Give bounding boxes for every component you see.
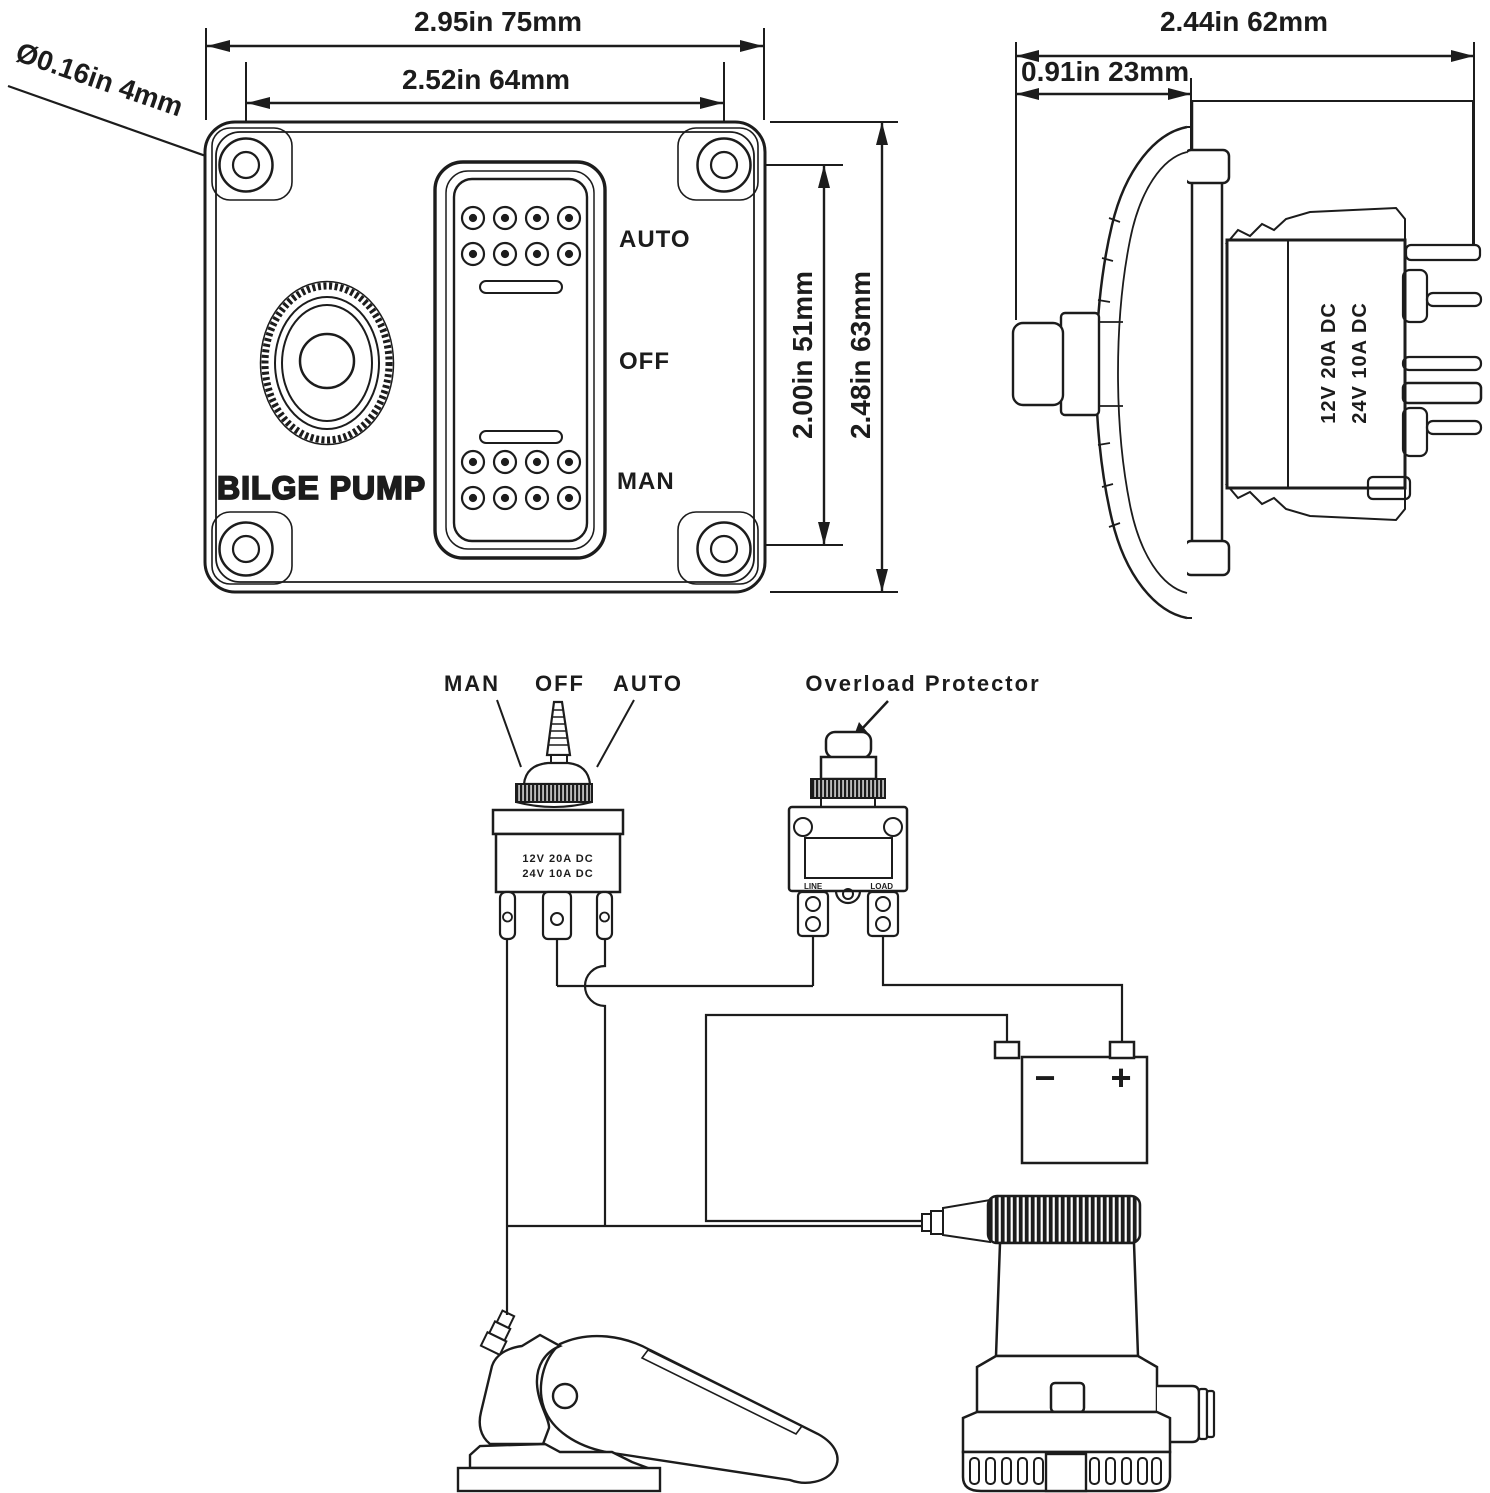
pump-cap: [986, 1194, 1142, 1245]
panel-label-off: OFF: [619, 348, 670, 375]
toggle-rating-line1: 12V 20A DC: [522, 853, 593, 865]
switch-foot-side: [1366, 475, 1412, 501]
breaker-button-front: [259, 280, 395, 446]
latch-wing-bottom: [1224, 484, 1406, 522]
dim-height-outer-label: 2.48in 63mm: [845, 271, 876, 439]
panel-label-auto: AUTO: [619, 226, 691, 253]
rocker-blade-knurl-ticks: [1097, 217, 1121, 528]
panel-label-man: MAN: [617, 468, 675, 495]
float-arm-ridge: [640, 1348, 804, 1436]
wiring-label-auto: AUTO: [613, 671, 683, 696]
toggle-flange: [491, 808, 625, 836]
dim-height-inner-label: 2.00in 51mm: [787, 271, 818, 439]
screw-boss-bottom-right: [677, 511, 759, 585]
rocker-grip-dots-top: [460, 205, 582, 267]
wire-battery-neg-to-pump: [704, 1013, 1009, 1223]
toggle-dome: [522, 761, 592, 786]
rocker-blade-side: [1094, 125, 1192, 620]
pump-strainer-notch: [1044, 1452, 1088, 1493]
float-pivot: [551, 1382, 579, 1410]
rocker-switch-front: [433, 160, 607, 560]
dim-width-outer-label: 2.95in 75mm: [414, 6, 582, 37]
dim-width-holes: 2.52in 64mm: [245, 62, 725, 166]
latch-wing-top: [1224, 206, 1406, 244]
side-rating-line1: 12V 20A DC: [1318, 302, 1340, 424]
battery-post-positive: [1108, 1040, 1136, 1060]
toggle-switch: 12V 20A DC 24V 10A DC: [491, 700, 625, 941]
rocker-grip-dots-bottom: [460, 449, 582, 511]
dim-depth-total-label: 2.44in 62mm: [1160, 6, 1328, 37]
toggle-rating-line2: 24V 10A DC: [522, 868, 593, 880]
panel-plate-side: [1183, 100, 1231, 577]
battery-negative-sign: −: [1034, 1057, 1055, 1098]
pump-cable-gland: [921, 1198, 991, 1244]
wire-common-to-breaker: [555, 939, 813, 988]
wiring-label-off: OFF: [535, 671, 585, 696]
screw-hole-bottom-right: [696, 521, 752, 577]
wiring-diagram: MAN OFF AUTO Overload Protector 12V 20A …: [444, 671, 1216, 1493]
toggle-terminals: [498, 890, 614, 941]
breaker-terminals: [796, 890, 900, 938]
wires: [505, 936, 1124, 1315]
overload-protector: LINE LOAD: [787, 730, 909, 938]
screw-boss-top-right: [677, 127, 759, 201]
breaker-button-side: [1011, 311, 1123, 417]
breaker-cap: [824, 730, 873, 760]
battery-positive-sign: +: [1110, 1057, 1131, 1098]
wiring-label-man: MAN: [444, 671, 500, 696]
float-switch: [456, 1309, 839, 1493]
screw-hole-top-left: [218, 137, 274, 193]
pump-strainer-slots: [969, 1457, 1162, 1485]
breaker-load-label: LOAD: [870, 882, 893, 891]
wire-auto-with-hop: [583, 939, 607, 1226]
battery: − +: [993, 1040, 1149, 1165]
screw-boss-top-left: [211, 127, 293, 201]
dim-depth-front-label: 0.91in 23mm: [1021, 56, 1189, 87]
rocker-slot-top: [479, 280, 563, 294]
switch-terminals-side: [1366, 243, 1483, 501]
battery-post-negative: [993, 1040, 1021, 1060]
switch-position-leaders: [496, 699, 635, 768]
float-housing: [478, 1333, 563, 1446]
toggle-knurl-ring: [515, 783, 593, 803]
bilge-pump: [921, 1194, 1216, 1493]
overload-protector-label: Overload Protector: [805, 671, 1040, 696]
breaker-collar: [810, 778, 886, 799]
breaker-label-area: [804, 837, 893, 879]
pump-lower-band: [961, 1410, 1172, 1454]
float-cable-gland: [479, 1309, 516, 1357]
dim-hole-diameter-label: Ø0.16in 4mm: [12, 36, 187, 122]
pump-body: [994, 1241, 1140, 1358]
dim-height-outer: 2.48in 63mm: [770, 121, 898, 593]
float-arm: [539, 1334, 839, 1484]
screw-hole-bottom-left: [218, 521, 274, 577]
wire-breaker-load-to-battery: [881, 936, 1124, 1042]
dim-width-outer: 2.95in 75mm: [205, 6, 765, 120]
float-base-plate: [456, 1466, 662, 1493]
panel-title: BILGE PUMP: [217, 470, 426, 506]
breaker-body: [787, 805, 909, 893]
bracket-outline: [1192, 100, 1474, 246]
breaker-line-label: LINE: [804, 882, 823, 891]
breaker-ear-right: [883, 817, 903, 837]
dim-width-holes-label: 2.52in 64mm: [402, 64, 570, 95]
side-rating-line2: 24V 10A DC: [1349, 302, 1371, 424]
switch-body-side: 12V 20A DC 24V 10A DC: [1224, 206, 1483, 522]
screw-boss-bottom-left: [211, 511, 293, 585]
breaker-ear-left: [793, 817, 813, 837]
panel-faceplate: AUTO OFF MAN BILGE PUMP: [203, 120, 767, 594]
front-view: 2.95in 75mm 2.52in 64mm Ø0.16in 4mm 2.00…: [7, 6, 898, 594]
rocker-slot-bottom: [479, 430, 563, 444]
side-view: 2.44in 62mm 0.91in 23mm: [1011, 6, 1483, 620]
dim-depth-front: 0.91in 23mm: [1016, 56, 1192, 152]
screw-hole-top-right: [696, 137, 752, 193]
toggle-lever: [545, 700, 572, 757]
